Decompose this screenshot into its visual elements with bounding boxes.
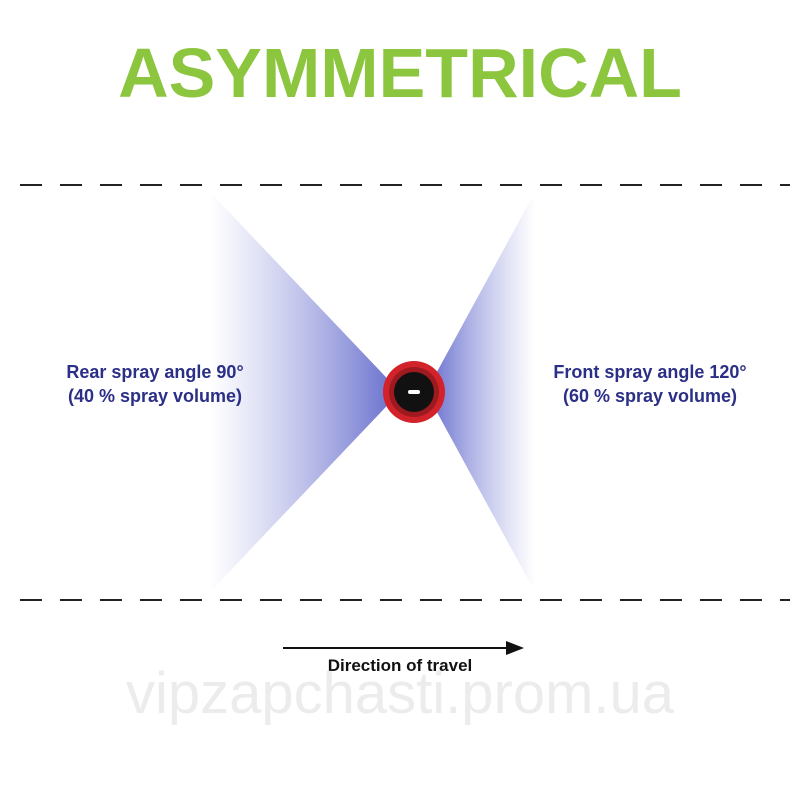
arrow-right-icon xyxy=(283,641,524,655)
front-spray-angle-text: Front spray angle 120° xyxy=(553,362,747,382)
rear-spray-volume-text: (40 % spray volume) xyxy=(67,386,243,406)
rear-spray-fan xyxy=(210,192,400,592)
front-spray-label: Front spray angle 120° (60 % spray volum… xyxy=(520,360,780,408)
nozzle-icon xyxy=(383,361,445,423)
watermark: vipzapchasti.prom.ua xyxy=(125,661,675,726)
front-spray-volume-text: (60 % spray volume) xyxy=(562,386,738,406)
rear-spray-label: Rear spray angle 90° (40 % spray volume) xyxy=(30,360,280,408)
front-spray-fan xyxy=(426,192,535,592)
direction-of-travel-label: Direction of travel xyxy=(327,656,473,675)
rear-spray-angle-text: Rear spray angle 90° xyxy=(66,362,244,382)
page-title: ASYMMETRICAL xyxy=(118,34,682,112)
